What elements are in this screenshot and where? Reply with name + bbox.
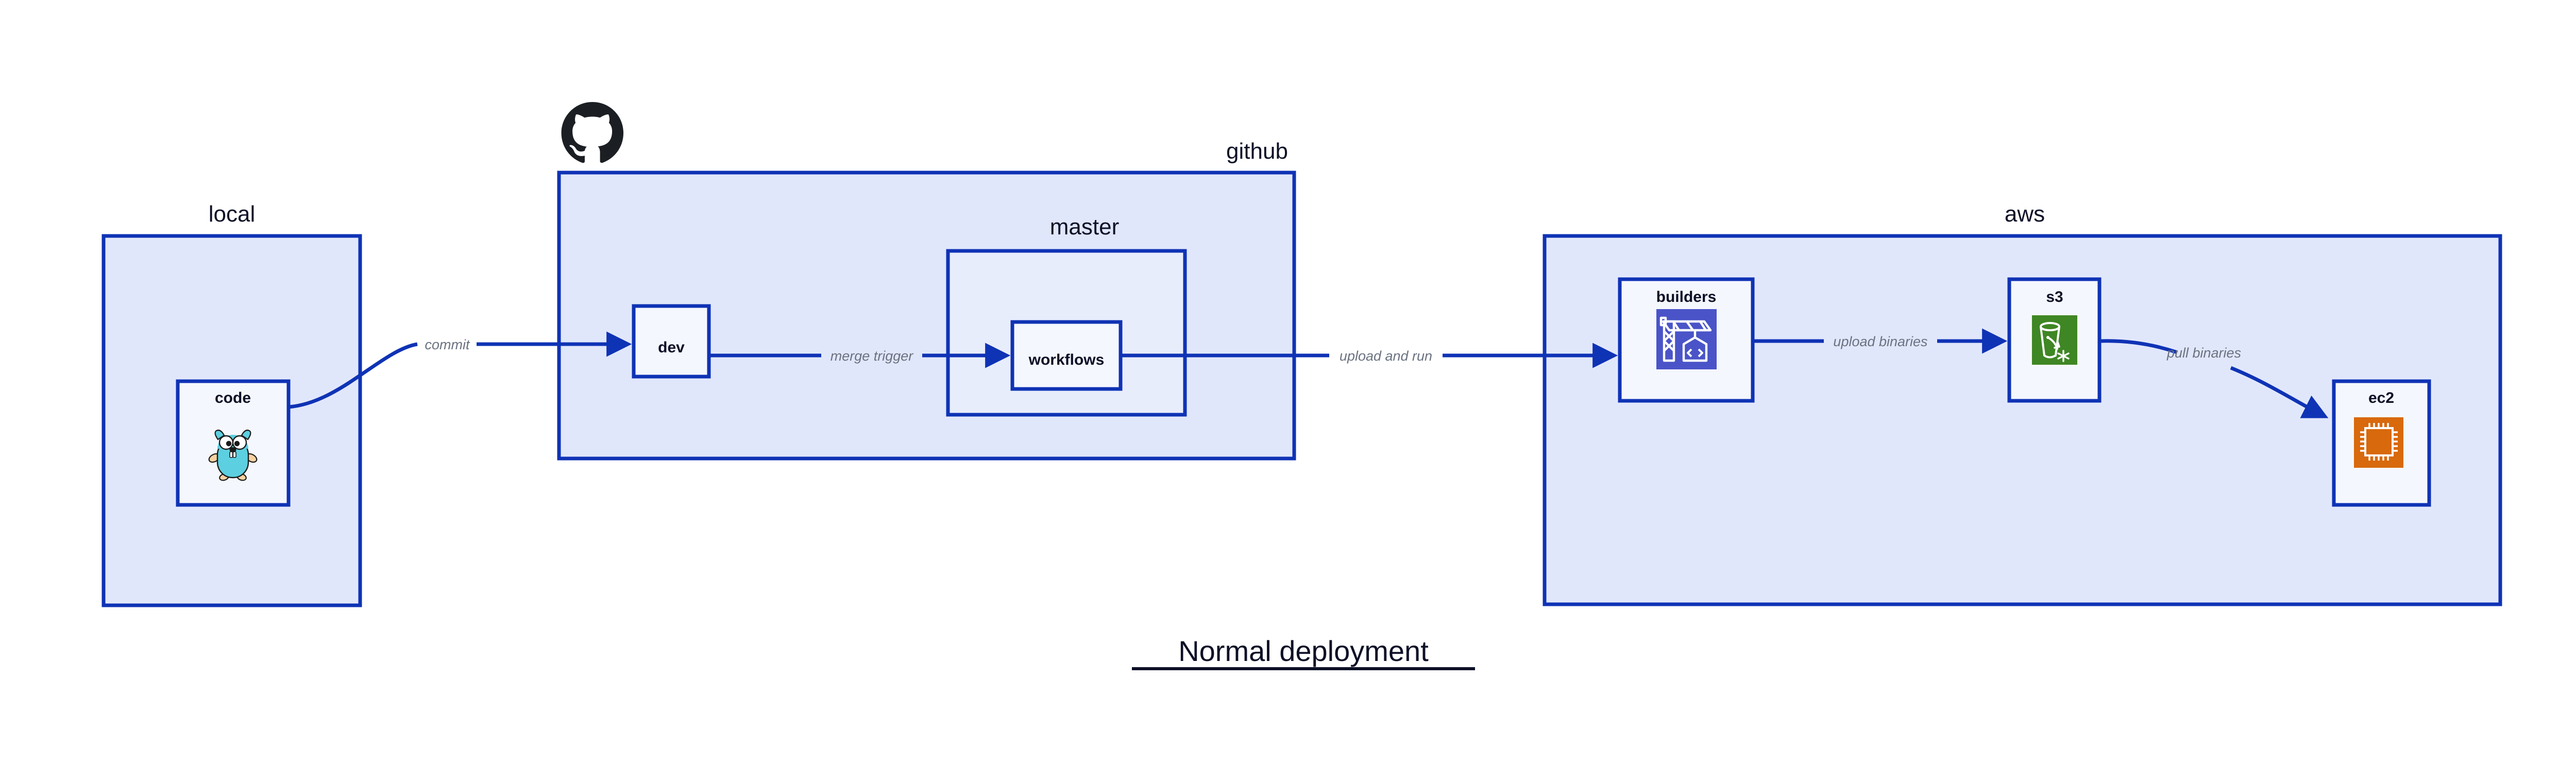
node-ec2-label: ec2 [2368, 389, 2394, 406]
node-ec2[interactable]: ec2 [2332, 379, 2431, 507]
cluster-local-label: local [209, 201, 256, 227]
edge-label-upload-binaries: upload binaries [1833, 334, 1927, 349]
cluster-master[interactable]: master workflows [946, 214, 1187, 417]
edge-label-upload-and-run: upload and run [1340, 348, 1432, 364]
edge-label-commit: commit [425, 337, 470, 352]
node-workflows-box [1010, 320, 1123, 391]
cluster-github[interactable]: github dev master workflows [557, 139, 1296, 461]
edge-label-pull-binaries: pull binaries [2166, 345, 2241, 361]
node-dev-box [632, 304, 711, 379]
node-code[interactable]: code [176, 379, 291, 507]
cluster-master-label: master [1050, 214, 1119, 240]
node-s3[interactable]: s3 [2007, 277, 2102, 403]
edge-builders-to-s3: upload binaries [1753, 328, 2008, 354]
cluster-github-label: github [1226, 139, 1288, 164]
edge-dev-to-workflows: merge trigger [709, 343, 1011, 368]
node-builders[interactable]: builders [1618, 277, 1755, 403]
cluster-aws[interactable]: aws builders [1543, 201, 2502, 606]
aws-s3-bucket-icon [2032, 315, 2077, 365]
page-title: Normal deployment [1178, 635, 1429, 667]
node-dev-label: dev [658, 339, 685, 356]
node-workflows-label: workflows [1028, 351, 1105, 368]
edge-code-to-dev: commit [288, 331, 632, 409]
node-s3-label: s3 [2046, 288, 2063, 305]
go-gopher-icon [208, 429, 258, 481]
node-dev[interactable]: dev [632, 304, 711, 379]
node-builders-label: builders [1656, 288, 1717, 305]
edge-workflows-to-builders: upload and run [1121, 343, 1618, 368]
diagram-title-group: Normal deployment [1132, 635, 1475, 670]
node-code-label: code [215, 389, 251, 406]
node-workflows[interactable]: workflows [1010, 320, 1123, 391]
edge-s3-to-ec2: pull binaries [2099, 339, 2329, 418]
aws-codebuild-crane-icon [1656, 309, 1717, 369]
cluster-aws-label: aws [2005, 201, 2045, 227]
github-octocat-icon [561, 101, 624, 163]
aws-ec2-chip-icon [2354, 417, 2403, 468]
edge-label-merge-trigger: merge trigger [831, 348, 914, 364]
cluster-local[interactable]: local code [101, 201, 362, 607]
